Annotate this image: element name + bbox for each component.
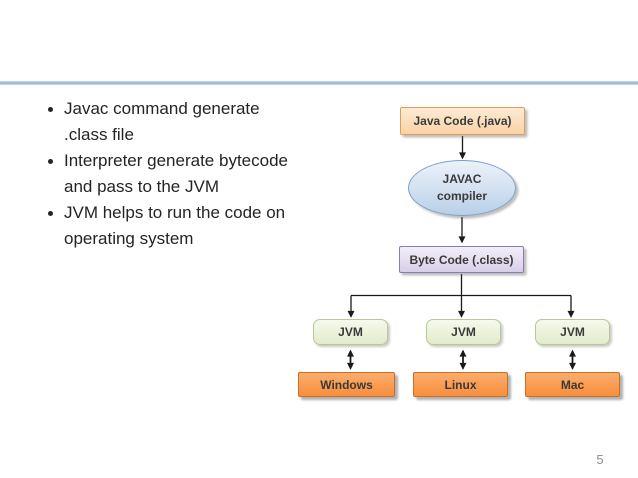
java-code-label: Java Code (.java)	[413, 114, 512, 128]
os-box-windows: Windows	[298, 372, 395, 397]
os-label-windows: Windows	[320, 377, 373, 392]
byte-code-label: Byte Code (.class)	[409, 252, 514, 267]
java-code-box: Java Code (.java)	[400, 107, 525, 135]
bullet-item: JVM helps to run the code on operating s…	[46, 200, 352, 252]
os-label-mac: Mac	[560, 377, 585, 392]
bullet-list: Javac command generate .class file Inter…	[46, 96, 352, 252]
bullet-text: Javac command generate .class file	[64, 99, 260, 144]
os-box-mac: Mac	[525, 372, 620, 397]
jvm-box-1: JVM	[313, 319, 388, 345]
top-divider-line	[0, 81, 638, 85]
bullet-item: Javac command generate .class file	[46, 96, 352, 148]
byte-code-box: Byte Code (.class)	[399, 246, 524, 273]
javac-compiler-label: JAVAC compiler	[436, 172, 487, 203]
javac-compiler-ellipse: JAVAC compiler	[408, 160, 516, 216]
jvm-label: JVM	[560, 325, 585, 339]
bullet-dot-icon	[46, 148, 64, 200]
jvm-label: JVM	[451, 325, 476, 339]
bullet-item: Interpreter generate bytecode and pass t…	[46, 148, 352, 200]
jvm-box-3: JVM	[535, 319, 610, 345]
bullet-dot-icon	[46, 96, 64, 148]
jvm-label: JVM	[338, 325, 363, 339]
bullet-dot-icon	[46, 200, 64, 252]
os-label-linux: Linux	[444, 377, 477, 392]
page-number: 5	[596, 452, 604, 467]
bullet-text: Interpreter generate bytecode and pass t…	[64, 151, 288, 196]
os-box-linux: Linux	[413, 372, 508, 397]
bullet-text: JVM helps to run the code on operating s…	[64, 203, 286, 248]
jvm-box-2: JVM	[426, 319, 501, 345]
